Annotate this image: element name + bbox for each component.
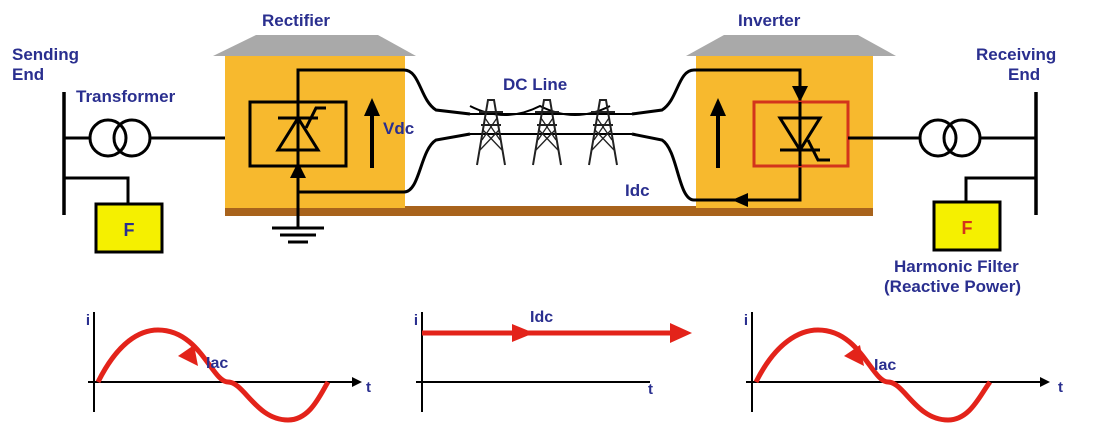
waveform-left-x-label: t: [366, 379, 371, 396]
dc-line-shield-wire: [469, 104, 611, 116]
filter-left-label: F: [124, 220, 135, 240]
transmission-tower-icon: [532, 99, 562, 166]
rectifier-positive-conductor: [296, 68, 471, 116]
waveform-right-x-arrow: [1040, 377, 1050, 387]
rectifier-building: [225, 56, 405, 208]
rectifier-ground-arrow: [290, 162, 306, 178]
inverter-voltage-arrow-head: [710, 98, 726, 116]
harmonic-filter-left: [94, 202, 164, 254]
inverter-positive-conductor: [631, 68, 802, 116]
waveform-right-ac-sine: [753, 327, 993, 423]
idc-arrow-left: [732, 193, 748, 207]
sending-transformer-icon: [88, 118, 152, 158]
sending-end-system: Sending End Transformer F: [12, 45, 250, 254]
waveform-left-x-arrow: [352, 377, 362, 387]
rectifier-thyristor-icon: [275, 102, 326, 166]
rectifier-station: Rectifier Vdc: [213, 11, 471, 244]
ground-symbol-icon: [272, 226, 324, 244]
rectifier-label: Rectifier: [262, 11, 330, 30]
waveform-left-direction-arrow: [178, 345, 198, 366]
waveform-middle-y-label: i: [414, 312, 418, 329]
waveform-right-direction-arrow: [844, 345, 864, 366]
dc-line-label: DC Line: [503, 75, 567, 94]
sending-end-label-line1: Sending: [12, 45, 79, 64]
filter-branch-line-left: [64, 176, 130, 205]
waveform-right: i t Iac: [744, 312, 1063, 423]
ground-return-bar: [225, 206, 873, 216]
receiving-end-label-line2: End: [1008, 65, 1040, 84]
rectifier-negative-conductor: [296, 132, 471, 194]
receiving-end-label-line1: Receiving: [976, 45, 1056, 64]
waveform-left: i t Iac: [86, 312, 371, 423]
dc-transmission-line: DC Line: [469, 75, 632, 166]
harmonic-filter-right: [932, 200, 1002, 252]
waveform-middle-x-label: t: [648, 381, 653, 398]
waveform-left-iac-label: Iac: [206, 355, 228, 372]
idc-label: Idc: [625, 181, 650, 200]
inverter-thyristor-icon: [777, 102, 830, 166]
rectifier-roof: [213, 35, 416, 56]
transformer-label: Transformer: [76, 87, 176, 106]
receiving-end-system: Receiving End F Harmonic Filter (Reactiv…: [884, 45, 1056, 296]
inverter-roof: [686, 35, 896, 56]
waveform-right-iac-label: Iac: [874, 357, 896, 374]
transmission-tower-icon: [588, 99, 618, 166]
waveform-middle-end-arrow: [670, 323, 692, 343]
waveform-right-x-label: t: [1058, 379, 1063, 396]
inverter-current-arrow-down: [792, 86, 808, 102]
filter-right-label: F: [962, 218, 973, 238]
harmonic-filter-label-line2: (Reactive Power): [884, 277, 1021, 296]
waveform-middle: i t Idc: [414, 309, 692, 412]
waveform-left-ac-sine: [95, 327, 331, 423]
inverter-negative-conductor: [631, 132, 802, 202]
transmission-tower-icon: [476, 99, 506, 166]
inverter-label: Inverter: [738, 11, 801, 30]
filter-branch-line-right: [964, 176, 1036, 203]
harmonic-filter-label-line1: Harmonic Filter: [894, 257, 1019, 276]
inverter-building: [696, 56, 873, 208]
waveform-right-y-label: i: [744, 312, 748, 329]
vdc-arrow-head: [364, 98, 380, 116]
receiving-transformer-icon: [918, 118, 982, 158]
vdc-label: Vdc: [383, 119, 414, 138]
inverter-station: Inverter Idc: [625, 11, 920, 208]
waveform-middle-mid-arrow: [512, 324, 534, 342]
waveform-middle-idc-label: Idc: [530, 309, 553, 326]
sending-end-label-line2: End: [12, 65, 44, 84]
waveform-left-y-label: i: [86, 312, 90, 329]
